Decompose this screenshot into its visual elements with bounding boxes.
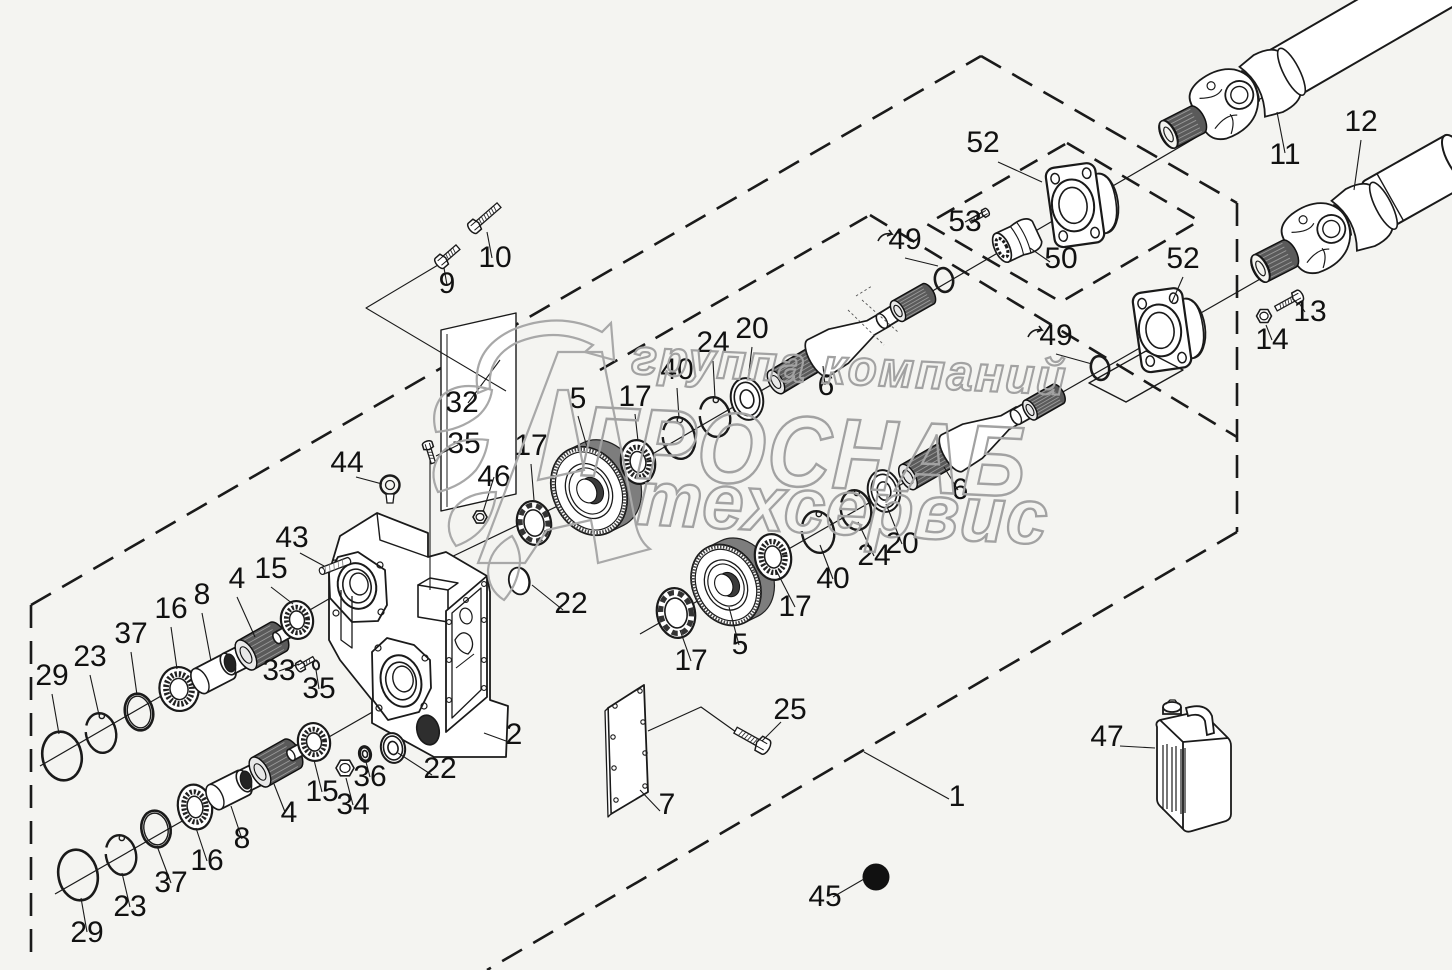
svg-text:8: 8 [194,578,211,611]
svg-text:49: 49 [1039,319,1072,352]
svg-text:17: 17 [778,590,811,623]
svg-text:10: 10 [478,241,511,274]
svg-text:4: 4 [281,796,298,829]
svg-text:9: 9 [439,267,456,300]
svg-text:53: 53 [948,205,981,238]
svg-text:5: 5 [570,382,587,415]
svg-text:8: 8 [234,822,251,855]
svg-text:16: 16 [190,844,223,877]
svg-text:29: 29 [70,916,103,949]
svg-text:6: 6 [818,369,835,402]
svg-text:43: 43 [275,521,308,554]
svg-text:34: 34 [336,788,369,821]
svg-text:24: 24 [696,326,729,359]
svg-text:12: 12 [1344,105,1377,138]
svg-text:23: 23 [113,890,146,923]
svg-text:20: 20 [885,527,918,560]
svg-text:46: 46 [477,460,510,493]
svg-text:33: 33 [262,654,295,687]
svg-text:14: 14 [1255,323,1288,356]
svg-text:49: 49 [888,223,921,256]
svg-text:11: 11 [1269,138,1300,171]
svg-text:29: 29 [35,659,68,692]
svg-text:36: 36 [353,760,386,793]
svg-text:22: 22 [423,752,456,785]
svg-text:35: 35 [302,672,335,705]
svg-text:15: 15 [254,552,287,585]
svg-text:16: 16 [154,592,187,625]
svg-text:47: 47 [1090,720,1123,753]
svg-text:17: 17 [674,644,707,677]
svg-text:5: 5 [732,628,749,661]
svg-text:23: 23 [73,640,106,673]
svg-text:ГРОСНАБ: ГРОСНАБ [579,385,1030,518]
svg-text:7: 7 [659,788,676,821]
svg-text:4: 4 [229,562,246,595]
svg-text:15: 15 [305,775,338,808]
svg-text:17: 17 [618,380,651,413]
svg-text:52: 52 [1166,242,1199,275]
svg-text:37: 37 [114,617,147,650]
svg-text:44: 44 [330,446,363,479]
svg-text:45: 45 [808,880,841,913]
svg-text:24: 24 [857,539,890,572]
svg-text:52: 52 [966,126,999,159]
svg-text:1: 1 [949,780,966,813]
svg-text:6: 6 [952,473,969,506]
svg-text:2: 2 [506,718,523,751]
svg-text:22: 22 [554,587,587,620]
svg-text:32: 32 [445,386,478,419]
svg-text:25: 25 [773,693,806,726]
svg-text:техсервис: техсервис [635,454,1051,561]
svg-text:40: 40 [816,562,849,595]
svg-text:20: 20 [735,312,768,345]
svg-text:13: 13 [1293,295,1326,328]
svg-text:40: 40 [660,353,693,386]
svg-text:37: 37 [154,866,187,899]
svg-text:50: 50 [1044,242,1077,275]
